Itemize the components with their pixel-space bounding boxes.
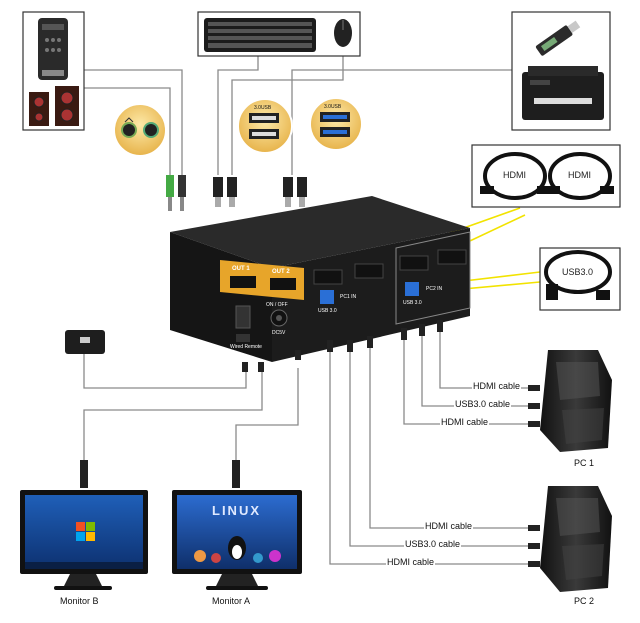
cable-lines xyxy=(83,55,530,565)
monitor-b-label: Monitor B xyxy=(60,596,99,606)
kvm-switch xyxy=(170,196,471,362)
pc2-cable-label-1: HDMI cable xyxy=(424,521,474,531)
usb3-cable-box xyxy=(539,247,621,311)
audio-jack-bubble xyxy=(113,103,167,157)
usb30-port-label-2: USB 3.0 xyxy=(403,300,422,306)
pc2-port-label: PC2 IN xyxy=(426,286,443,292)
usb-bubble-label-1: 3.0USB xyxy=(254,105,272,111)
out1-label: OUT 1 xyxy=(232,266,250,272)
keyboard-mouse-box xyxy=(197,11,361,57)
dc5v-label: DC5V xyxy=(272,330,286,336)
pc2-label: PC 2 xyxy=(574,596,595,606)
wired-remote-box xyxy=(65,330,105,354)
linux-screen-text: LINUX xyxy=(212,503,261,518)
hdmi-tag-2: HDMI xyxy=(568,170,591,180)
on-off-label: ON / OFF xyxy=(266,302,288,308)
pc2-cable-label-2: USB3.0 cable xyxy=(404,539,462,549)
pc1-label: PC 1 xyxy=(574,458,595,468)
pc2-cable-label-3: HDMI cable xyxy=(386,557,436,567)
printer-usb-box xyxy=(511,11,611,131)
pc1-tower xyxy=(540,350,612,452)
pc2-tower xyxy=(540,486,612,592)
usb30-port-label-1: USB 3.0 xyxy=(318,308,337,314)
usb3-bubble-label: 3.0USB xyxy=(324,104,342,110)
hdmi-tag-1: HDMI xyxy=(503,170,526,180)
pc1-cable-label-1: HDMI cable xyxy=(472,381,522,391)
remote-speaker-box xyxy=(22,11,85,131)
pc1-cable-label-3: HDMI cable xyxy=(440,417,490,427)
usb3-bubble xyxy=(309,97,363,151)
pc1-cable-label-2: USB3.0 cable xyxy=(454,399,512,409)
monitor-a-label: Monitor A xyxy=(212,596,251,606)
out2-label: OUT 2 xyxy=(272,269,290,275)
device-bottom-plugs xyxy=(242,320,443,372)
monitor-a xyxy=(172,460,302,590)
pc1-port-label: PC1 IN xyxy=(340,294,357,300)
pc-plugs xyxy=(528,385,540,567)
usb-bubble xyxy=(237,98,293,154)
wired-remote-label: Wired Remote xyxy=(230,344,262,350)
hdmi-cables-box xyxy=(471,144,621,208)
top-plugs xyxy=(166,175,307,211)
usb3-tag: USB3.0 xyxy=(562,267,594,277)
monitor-b xyxy=(20,460,148,590)
